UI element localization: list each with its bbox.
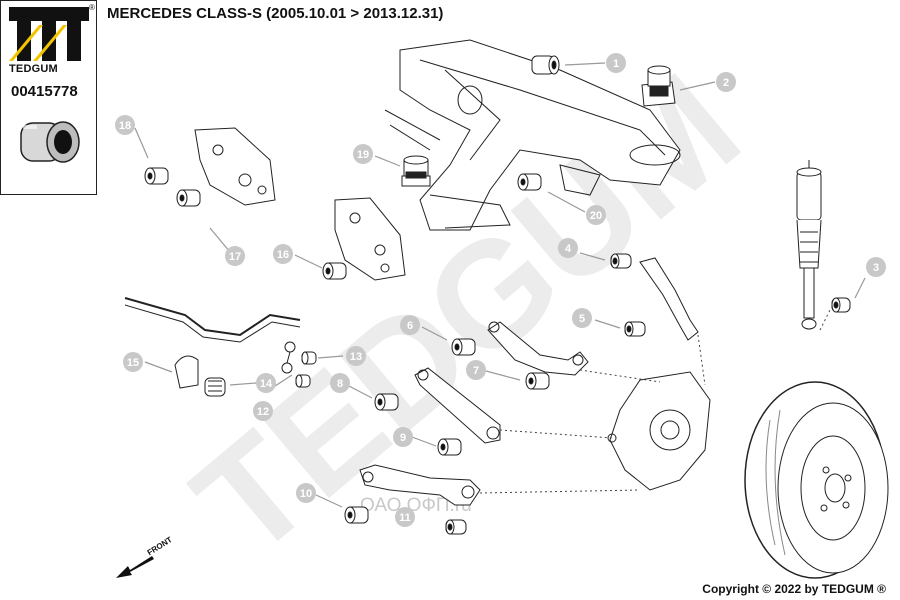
tedgum-logo-icon: [9, 7, 89, 61]
shock-absorber: [796, 160, 822, 330]
callout-label: 10: [300, 488, 312, 500]
bushing-7: [525, 372, 550, 390]
callout-label: 1: [613, 58, 619, 70]
callout-19: 19: [353, 144, 373, 164]
callout-15: 15: [123, 352, 143, 372]
bushing-20: [517, 173, 542, 191]
callout-13: 13: [346, 346, 366, 366]
wheel: [744, 381, 889, 579]
brand-panel: ® TEDGUM 00415778: [0, 0, 97, 195]
bushing-14: [204, 377, 226, 397]
callout-16: 16: [273, 244, 293, 264]
callout-6: 6: [400, 315, 420, 335]
callout-label: 7: [473, 365, 479, 377]
callout-4: 4: [558, 238, 578, 258]
callout-label: 14: [260, 378, 273, 390]
leader-lines: [479, 309, 831, 494]
bushing-3: [831, 297, 851, 313]
control-arm-6-7: [487, 321, 589, 376]
callout-label: 13: [350, 351, 362, 363]
callout-2: 2: [716, 72, 736, 92]
bushing-5: [624, 321, 646, 337]
watermark-site: ОАО ОФП.ru: [360, 495, 472, 516]
bushing-18: [144, 167, 169, 185]
bushings: [144, 55, 851, 535]
callout-3: 3: [866, 257, 886, 277]
bushing-19-mount: [401, 155, 431, 187]
copyright-text: Copyright © 2022 by TEDGUM ®: [702, 582, 886, 596]
callout-label: 4: [565, 243, 572, 255]
callout-label: 6: [407, 320, 413, 332]
bushing-1: [531, 55, 560, 75]
carrier-bracket-center: [334, 197, 406, 281]
bushing-9: [437, 438, 462, 456]
callout-label: 11: [399, 512, 411, 524]
page-title: MERCEDES CLASS-S (2005.10.01 > 2013.12.3…: [107, 5, 444, 22]
callout-label: 3: [873, 262, 879, 274]
bushing-10: [344, 506, 369, 524]
callout-label: 16: [277, 249, 289, 261]
callout-11: 11: [395, 507, 415, 527]
control-arm-8-9: [414, 367, 501, 444]
callout-8: 8: [330, 373, 350, 393]
callout-label: 2: [723, 77, 729, 89]
callout-label: 12: [257, 406, 269, 418]
callout-label: 18: [119, 120, 131, 132]
brand-name: TEDGUM: [9, 63, 58, 75]
bushing-6: [451, 338, 476, 356]
callout-5: 5: [572, 308, 592, 328]
callout-label: 5: [579, 313, 585, 325]
front-arrow-icon: [116, 556, 154, 578]
bushing-12: [295, 374, 311, 388]
stabilizer-link: [281, 341, 296, 374]
control-arm-10-11: [359, 464, 481, 506]
callout-7: 7: [466, 360, 486, 380]
callout-label: 8: [337, 378, 343, 390]
callout-label: 19: [357, 149, 369, 161]
bushing-13: [301, 351, 317, 365]
callout-14: 14: [256, 373, 276, 393]
bushing-17: [176, 189, 201, 207]
callout-17: 17: [225, 246, 245, 266]
bushing-11: [445, 519, 467, 535]
bushing-2-mount: [641, 65, 676, 107]
bushing-4: [610, 253, 632, 269]
bushing-thumbnail-icon: [20, 121, 80, 163]
stabilizer-bar: [124, 297, 301, 389]
callout-label: 9: [400, 432, 406, 444]
bushing-16: [322, 262, 347, 280]
rear-subframe: [384, 39, 681, 231]
wheel-carrier: [607, 371, 711, 491]
part-number: 00415778: [11, 83, 78, 100]
callout-18: 18: [115, 115, 135, 135]
callout-arrows: [134, 62, 866, 508]
registered-mark: ®: [89, 3, 95, 12]
callout-label: 17: [229, 251, 241, 263]
callout-20: 20: [586, 205, 606, 225]
callout-label: 15: [127, 357, 139, 369]
callout-9: 9: [393, 427, 413, 447]
callout-12: 12: [253, 401, 273, 421]
callout-1: 1: [606, 53, 626, 73]
callout-10: 10: [296, 483, 316, 503]
carrier-bracket-left: [194, 127, 276, 206]
bushing-8: [374, 393, 399, 411]
callout-label: 20: [590, 210, 602, 222]
control-arm-4: [639, 257, 699, 341]
